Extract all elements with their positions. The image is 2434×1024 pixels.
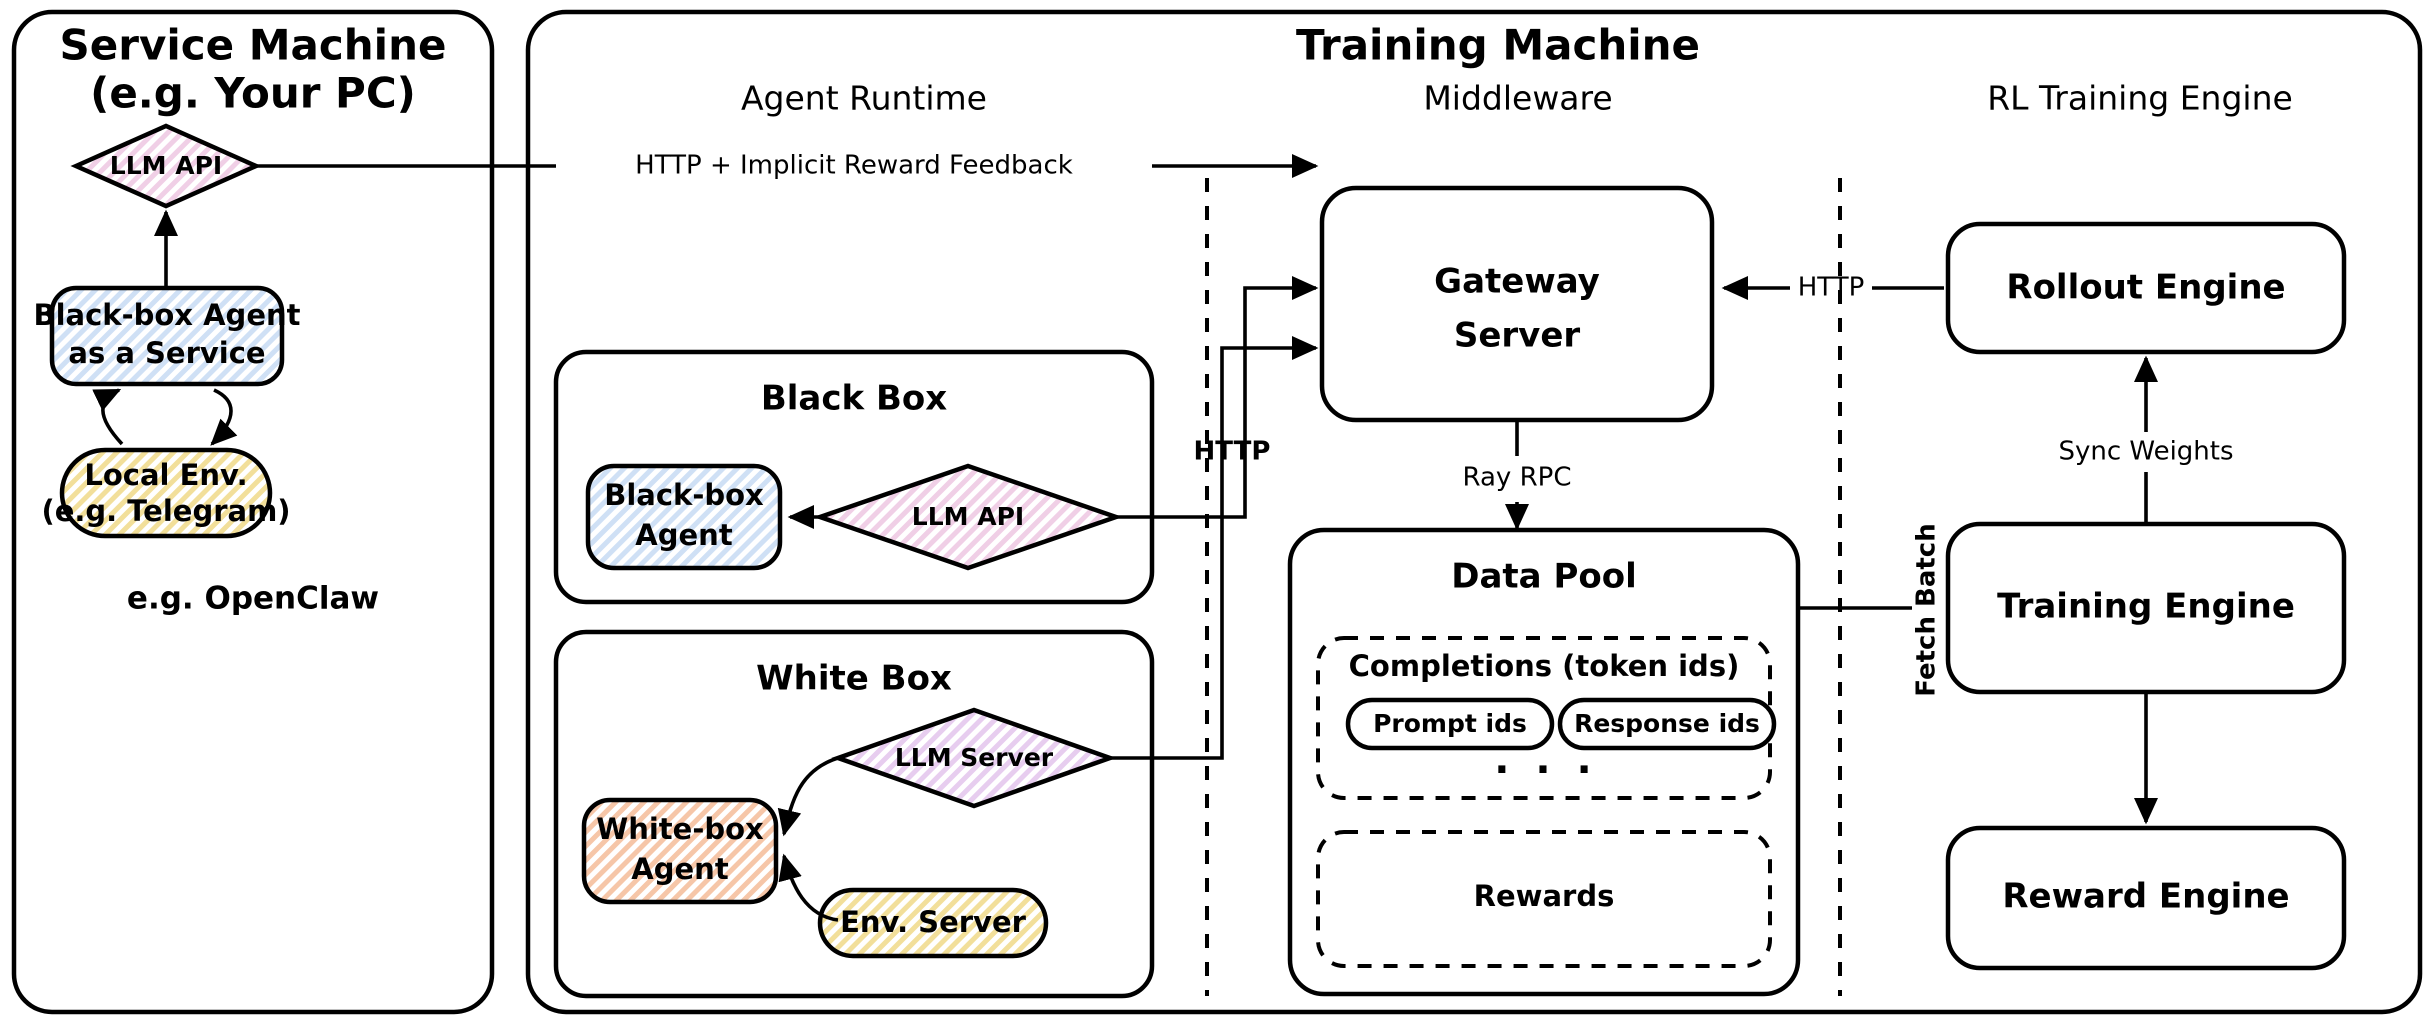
blackbox-llm-api-label: LLM API: [912, 502, 1024, 531]
edge-env-server-to-whitebox-agent: [778, 853, 839, 922]
blackbox-agent-service-line1: Black-box Agent: [34, 298, 301, 332]
blackbox-agent-line2: Agent: [635, 518, 733, 552]
black-box-title: Black Box: [761, 379, 947, 419]
black-box-group: [553, 349, 1155, 605]
env-server-pill: [817, 887, 1049, 959]
reward-engine-label: Reward Engine: [2002, 877, 2289, 917]
edge-label-http-vertical: HTTP: [1194, 437, 1271, 467]
blackbox-agent-line1: Black-box: [604, 478, 764, 512]
local-env-line1: Local Env.: [84, 458, 247, 492]
edge-label-http-rollout: HTTP: [1798, 273, 1865, 303]
env-server-label: Env. Server: [840, 905, 1027, 939]
section-agent-runtime: Agent Runtime: [741, 79, 987, 118]
training-engine-label: Training Engine: [1997, 587, 2295, 627]
whitebox-agent-line2: Agent: [631, 852, 729, 886]
section-rl-training-engine: RL Training Engine: [1987, 79, 2293, 118]
reward-engine-box: [1945, 825, 2347, 971]
service-machine-title-line1: Service Machine: [60, 21, 447, 70]
whitebox-agent-box: [581, 797, 779, 905]
whitebox-llm-server-label: LLM Server: [895, 743, 1054, 772]
prompt-ids-pill: [1345, 697, 1555, 751]
edge-blackbox-llmapi-to-gateway: [1116, 276, 1319, 519]
edge-agent-to-local-env: [210, 388, 238, 446]
gateway-server-box: [1319, 185, 1715, 423]
data-pool-box: [1287, 527, 1801, 997]
white-box-group: [553, 629, 1155, 999]
gateway-server-line1: Gateway: [1434, 262, 1600, 302]
gateway-server-line2: Server: [1454, 316, 1581, 356]
edge-llm-server-to-whitebox-agent: [777, 756, 839, 837]
data-pool-title: Data Pool: [1451, 557, 1637, 597]
edge-label-fetch-batch: Fetch Batch: [1912, 523, 1942, 696]
edge-label-http-implicit-reward: HTTP + Implicit Reward Feedback: [635, 151, 1073, 181]
edge-label-ray-rpc: Ray RPC: [1463, 463, 1572, 493]
service-machine-footnote: e.g. OpenClaw: [127, 581, 379, 617]
local-env-line2: (e.g. Telegram): [41, 494, 290, 528]
response-ids-label: Response ids: [1574, 709, 1760, 738]
response-ids-pill: [1557, 697, 1777, 751]
service-machine-panel: [11, 9, 495, 1015]
prompt-ids-label: Prompt ids: [1373, 709, 1527, 738]
blackbox-agent-box: [585, 463, 783, 571]
completions-ellipsis: · · ·: [1494, 747, 1597, 793]
section-middleware: Middleware: [1423, 79, 1612, 118]
edge-label-sync-weights: Sync Weights: [2058, 437, 2233, 467]
training-machine-title: Training Machine: [1296, 21, 1700, 70]
local-env-pill: [59, 447, 273, 539]
service-llm-api-label: LLM API: [110, 151, 222, 180]
service-machine-title-line2: (e.g. Your PC): [90, 69, 416, 118]
completions-label: Completions (token ids): [1349, 649, 1740, 683]
training-machine-panel: [525, 9, 2423, 1015]
edge-local-env-to-agent: [92, 388, 124, 446]
whitebox-agent-line1: White-box: [596, 812, 764, 846]
blackbox-agent-service-box: [49, 285, 285, 387]
white-box-title: White Box: [756, 659, 952, 699]
edge-llm-server-to-gateway: [1110, 336, 1319, 760]
blackbox-agent-service-line2: as a Service: [68, 336, 265, 370]
rewards-label: Rewards: [1474, 879, 1615, 913]
rollout-engine-label: Rollout Engine: [2006, 268, 2285, 308]
rewards-dashed-box: [1316, 830, 1772, 968]
